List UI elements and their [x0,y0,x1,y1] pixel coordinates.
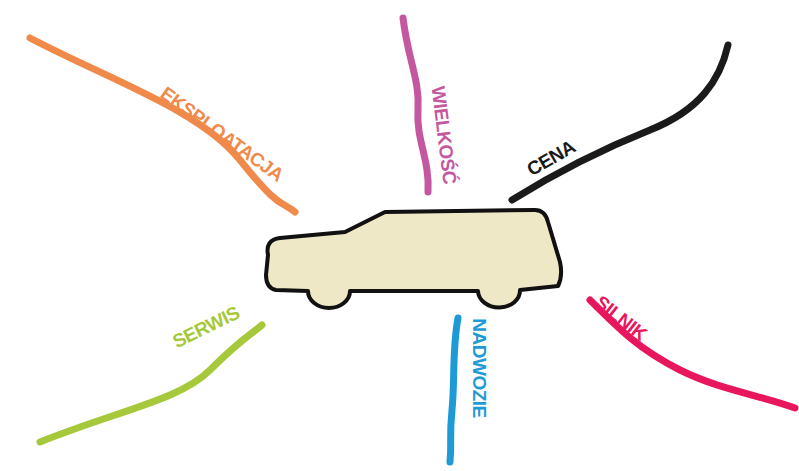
topic-stroke [30,38,295,212]
topic-label: SERWIS [170,303,243,351]
topic-label: CENA [524,137,578,179]
topic-label: WIELKOŚĆ [429,85,460,185]
topic-label: SILNIK [592,292,650,343]
topic-stroke [403,18,428,192]
car-silhouette [266,210,561,308]
topic-stroke [512,45,728,200]
topic-label: EKSPLOATACJA [157,83,287,184]
topic-stroke [450,318,458,462]
topic-stroke [40,325,262,442]
topic-label: NADWOZIE [470,318,489,417]
